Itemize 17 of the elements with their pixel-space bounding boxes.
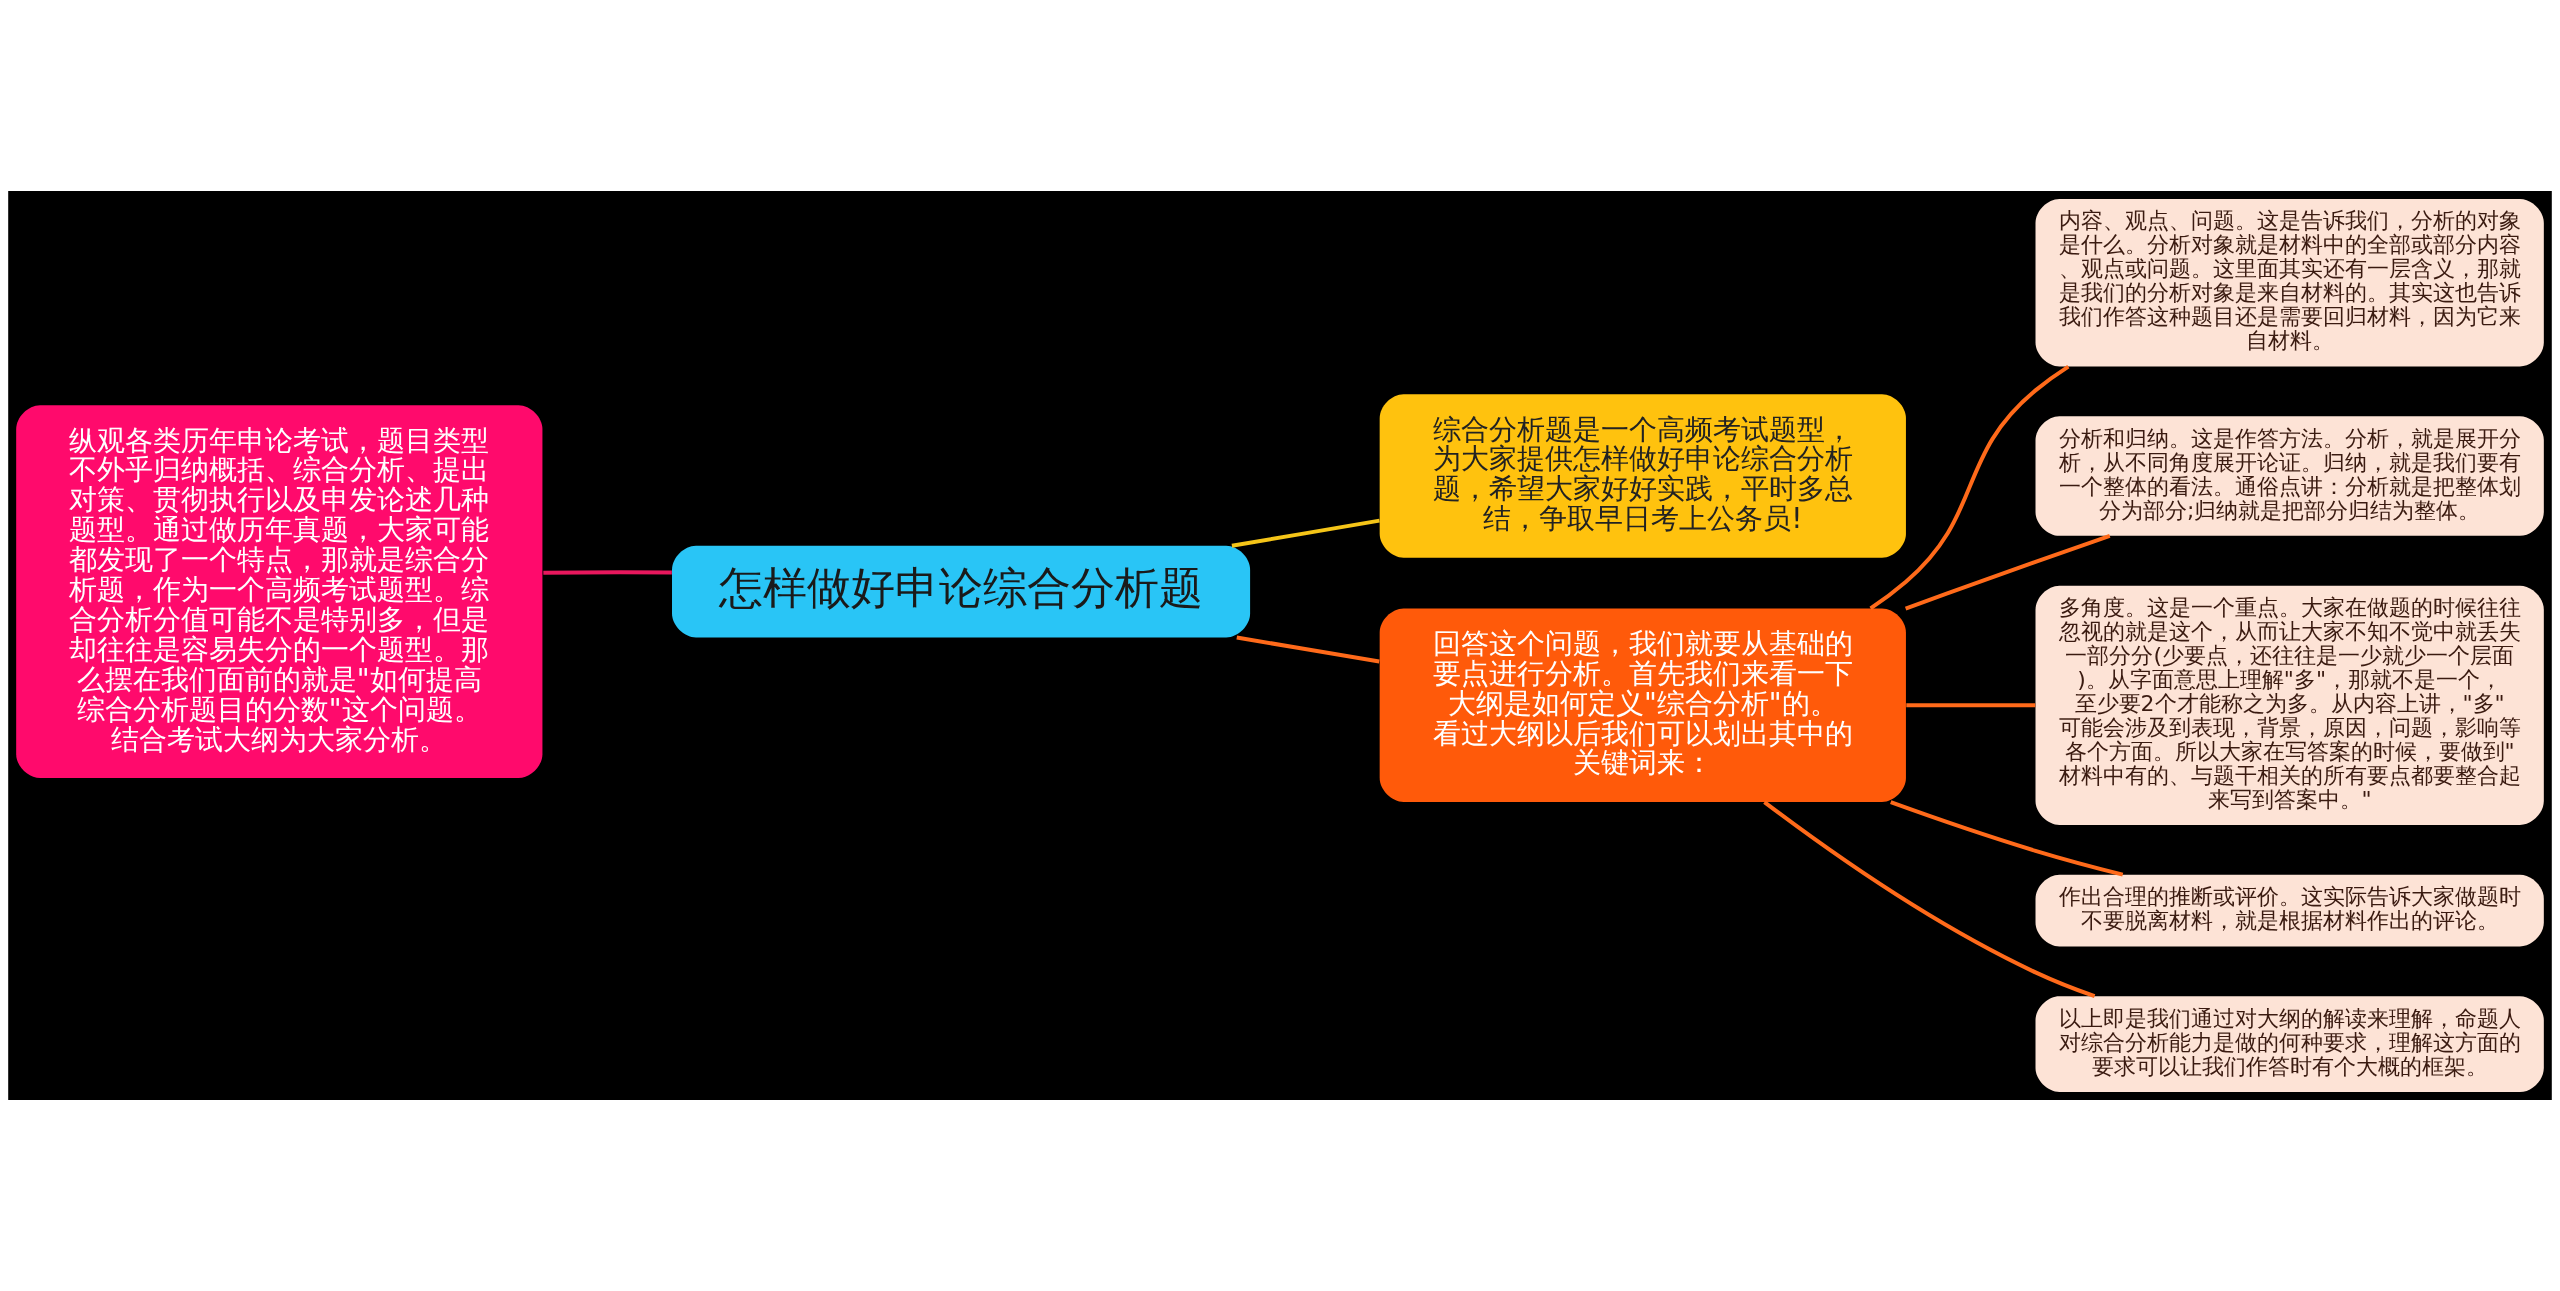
connector: [543, 570, 672, 575]
node-box: 以上即是我们通过对大纲的解读来理解，命题人对综合分析能力是做的何种要求，理解这方面的要求可以让我们作答时有个大概的框架。: [2035, 996, 2544, 1093]
node-box: 综合分析题是一个高频考试题型，为大家提供怎样做好申论综合分析题，希望大家好好实践，平时多总结，争取早日考上公务员!: [1379, 394, 1906, 558]
connector: [1763, 800, 2096, 999]
connector: [1869, 364, 2070, 611]
node-box: 回答这个问题，我们就要从基础的要点进行分析。首先我们来看一下大纲是如何定义"综合分析"的。看过大纲以后我们可以划出其中的关键词来：: [1379, 608, 1906, 802]
node-box: 内容、观点、问题。这是告诉我们，分析的对象是什么。分析对象就是材料中的全部或部分内容、观点或问题。这里面其实还有一层含义，那就是我们的分析对象是来自材料的。其实这也告诉我们作答这种题目还是需要回归材料，因为它来自材料。: [2035, 198, 2544, 367]
connector: [1231, 518, 1380, 548]
node-box: 作出合理的推断或评价。这实际告诉大家做题时不要脱离材料，就是根据材料作出的评论。: [2035, 874, 2544, 947]
connector: [1236, 635, 1380, 664]
node-box: 分析和归纳。这是作答方法。分析，就是展开分析，从不同角度展开论证。归纳，就是我们要有一个整体的看法。通俗点讲：分析就是把整体划分为部分;归纳就是把部分归结为整体。: [2035, 416, 2544, 536]
connector: [1906, 703, 2036, 708]
node-box: 怎样做好申论综合分析题: [672, 545, 1251, 638]
connector: [1890, 800, 2124, 877]
node-box: 多角度。这是一个重点。大家在做题的时候往往忽视的就是这个，从而让大家不知不觉中就丢失一部分分(少要点，还往往是一少就少一个层面)。从字面意思上理解"多"，那就不是一个，至少要2个才能称之为多。从内容上讲，"多"可能会涉及到表现，背景，原因，问题，影响等各个方面。所以大家在写答案的时候，要做到"材料中有的、与题干相关的所有要点都要整合起来写到答案中。": [2035, 585, 2544, 825]
connector: [1904, 534, 2111, 611]
node-box: 纵观各类历年申论考试，题目类型不外乎归纳概括、综合分析、提出对策、贯彻执行以及申发论述几种题型。通过做历年真题，大家可能都发现了一个特点，那就是综合分析题，作为一个高频考试题型。综合分析分值可能不是特别多，但是却往往是容易失分的一个题型。那么摆在我们面前的就是"如何提高综合分析题目的分数"这个问题。结合考试大纲为大家分析。: [16, 405, 543, 779]
